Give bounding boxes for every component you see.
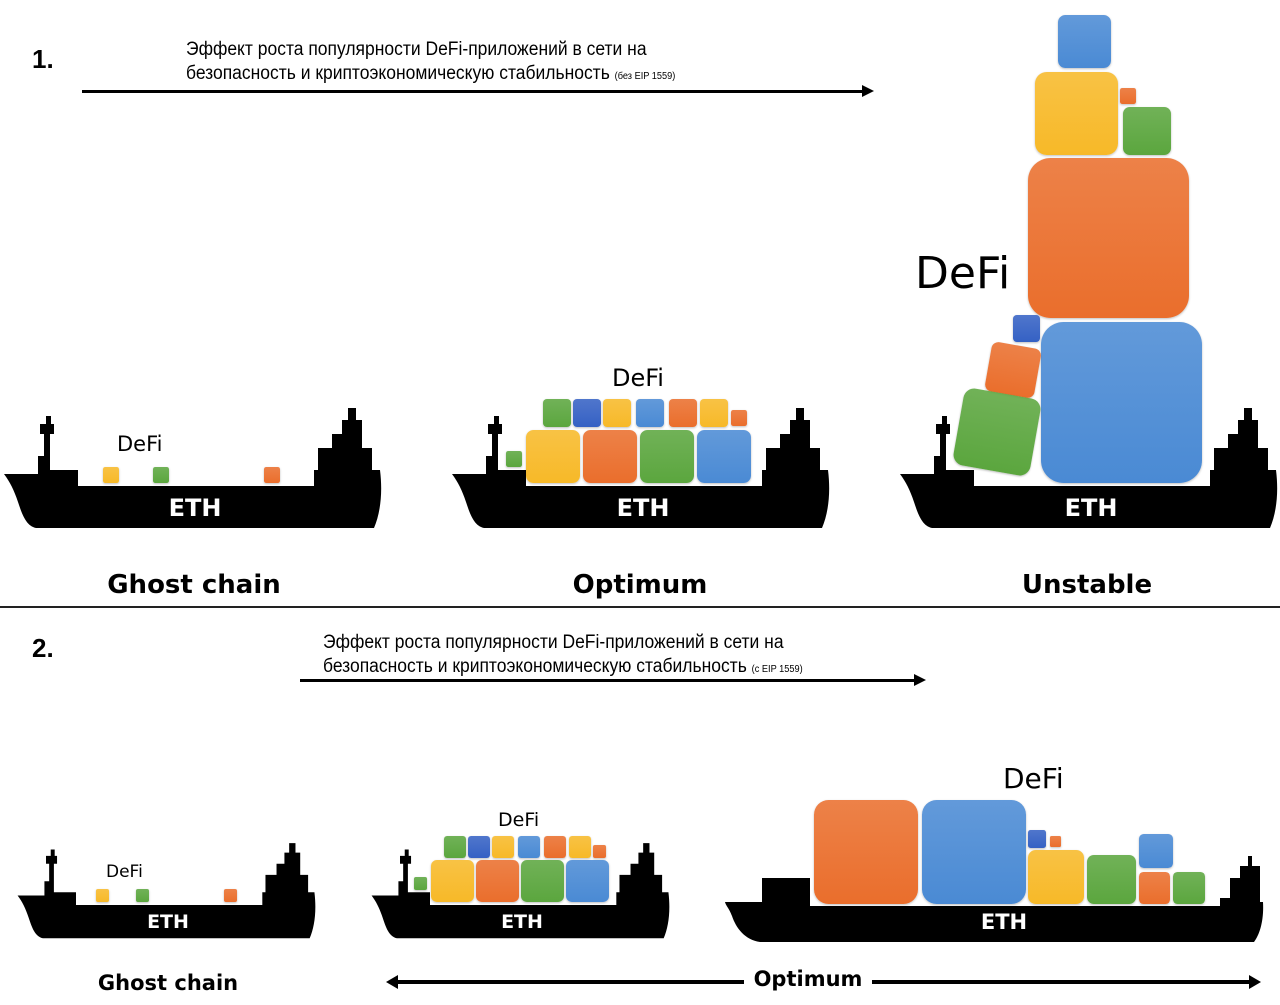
- ship-silhouette-icon: [17, 843, 316, 939]
- section-1-progress-arrow: [82, 85, 874, 97]
- section-divider: [0, 606, 1280, 608]
- defi-container: [468, 836, 490, 858]
- defi-container: [103, 467, 119, 483]
- defi-container: [1058, 15, 1111, 68]
- defi-container: [1139, 834, 1173, 868]
- defi-container: [731, 410, 747, 426]
- defi-container: [543, 399, 571, 427]
- section-1-number: 1.: [32, 44, 54, 74]
- ship-silhouette-icon: [452, 408, 830, 528]
- defi-container: [1028, 830, 1046, 848]
- defi-container: [526, 430, 580, 483]
- ship-silhouette-icon: [900, 408, 1278, 528]
- defi-container: [414, 877, 427, 890]
- defi-container: [636, 399, 664, 427]
- defi-container: [1050, 836, 1061, 847]
- defi-container: [593, 845, 606, 858]
- defi-container: [492, 836, 514, 858]
- defi-container: [1120, 88, 1136, 104]
- defi-label: DeFi: [106, 862, 143, 882]
- defi-container: [521, 860, 564, 902]
- caption-optimum: Optimum: [572, 570, 708, 600]
- section-2-number: 2.: [32, 633, 54, 663]
- defi-label: DeFi: [1003, 762, 1064, 795]
- section-1-heading-note: (без EIP 1559): [614, 71, 676, 82]
- defi-container: [922, 800, 1026, 904]
- caption-ghost-chain: Ghost chain: [97, 971, 239, 995]
- caption-ghost-chain: Ghost chain: [107, 570, 281, 600]
- defi-container: [544, 836, 566, 858]
- ship-hull: [452, 408, 830, 528]
- defi-container: [444, 836, 466, 858]
- section-2-heading: Эффект роста популярности DeFi-приложени…: [323, 631, 803, 682]
- section-2-heading-line2: безопасность и криптоэкономическую стаби…: [323, 656, 747, 677]
- ship-label: ETH: [147, 911, 189, 933]
- defi-container: [476, 860, 519, 902]
- defi-container: [1087, 855, 1136, 904]
- defi-container: [697, 430, 751, 483]
- defi-container: [1013, 315, 1040, 342]
- defi-container: [814, 800, 918, 904]
- defi-container: [224, 889, 237, 902]
- section-1-heading-line2: безопасность и криптоэкономическую стаби…: [186, 63, 610, 84]
- defi-container: [566, 860, 609, 902]
- defi-container: [96, 889, 109, 902]
- defi-container: [136, 889, 149, 902]
- ship-label: ETH: [980, 910, 1028, 934]
- section-2-heading-line1: Эффект роста популярности DeFi-приложени…: [323, 632, 784, 653]
- defi-container: [573, 399, 601, 427]
- defi-container: [518, 836, 540, 858]
- ship-label: ETH: [501, 911, 543, 933]
- optimum-range-arrow-right: [872, 975, 1261, 989]
- defi-container: [700, 399, 728, 427]
- ship-silhouette-icon: [4, 408, 382, 528]
- defi-label: DeFi: [498, 809, 540, 831]
- defi-container: [1139, 872, 1170, 904]
- defi-container: [603, 399, 631, 427]
- defi-container: [1123, 107, 1171, 155]
- caption-optimum-range: Optimum: [753, 967, 863, 991]
- defi-label: DeFi: [612, 364, 664, 392]
- defi-label: DeFi: [117, 432, 163, 456]
- ship-hull: [725, 856, 1264, 942]
- defi-container: [431, 860, 474, 902]
- ship-label: ETH: [616, 494, 670, 522]
- defi-container: [264, 467, 280, 483]
- caption-unstable: Unstable: [1021, 570, 1153, 600]
- defi-container: [1041, 322, 1202, 483]
- ship-label: ETH: [1064, 494, 1118, 522]
- defi-container: [569, 836, 591, 858]
- ship-hull: [17, 843, 316, 939]
- defi-container: [583, 430, 637, 483]
- section-1-heading: Эффект роста популярности DeFi-приложени…: [186, 38, 675, 89]
- section-1-heading-line1: Эффект роста популярности DeFi-приложени…: [186, 39, 647, 60]
- ship-label: ETH: [168, 494, 222, 522]
- defi-container: [153, 467, 169, 483]
- defi-container: [1173, 872, 1205, 904]
- optimum-range-arrow-left: [386, 975, 744, 989]
- ship-hull: [900, 408, 1278, 528]
- defi-container: [669, 399, 697, 427]
- section-2-heading-note: (с EIP 1559): [751, 664, 803, 675]
- defi-container: [1028, 158, 1189, 318]
- ship-silhouette-icon: [371, 843, 670, 939]
- section-2-progress-arrow: [300, 674, 926, 686]
- ship-hull: [371, 843, 670, 939]
- ship-hull: [4, 408, 382, 528]
- defi-container: [1035, 72, 1118, 155]
- defi-label: DeFi: [915, 248, 1011, 299]
- defi-container: [951, 386, 1043, 478]
- defi-container: [640, 430, 694, 483]
- defi-container: [1028, 850, 1084, 904]
- ship-silhouette-icon: [725, 856, 1264, 942]
- defi-container: [506, 451, 522, 467]
- defi-container: [984, 341, 1042, 399]
